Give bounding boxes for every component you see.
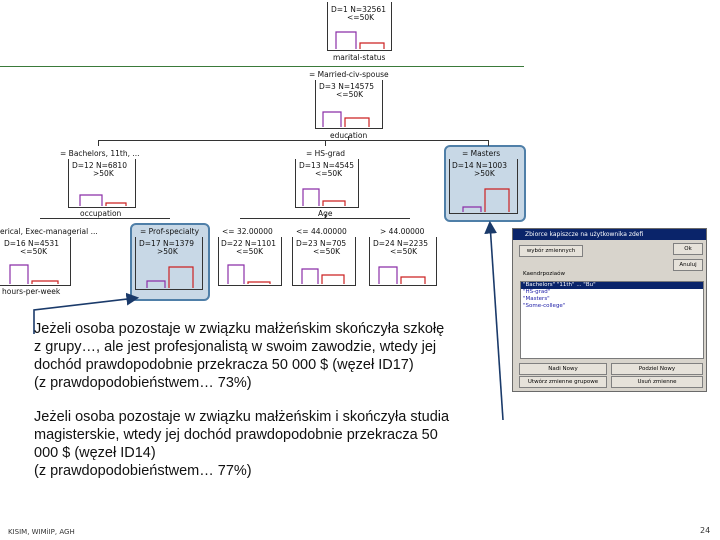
- hsgrad-bars: [302, 188, 346, 206]
- clerical-cond: erical, Exec-managerial ...: [0, 227, 98, 236]
- age3-stat: D=24 N=2235: [373, 239, 428, 248]
- bachelors-frame: [68, 159, 136, 208]
- age1-bars: [227, 264, 271, 284]
- list-item[interactable]: "Bachelors" "11th" ... "Bu": [521, 282, 703, 289]
- married-frame: [315, 80, 383, 129]
- paragraph-node-17: Jeżeli osoba pozostaje w związku małżeńs…: [34, 321, 445, 391]
- age1-frame: [218, 237, 282, 286]
- paragraph-node-14: Jeżeli osoba pozostaje w związku małżeńs…: [34, 409, 450, 479]
- cancel-button[interactable]: Anuluj: [673, 259, 703, 271]
- split-new-button[interactable]: Podziel Nowy: [611, 363, 703, 375]
- hsgrad-cond: = HS-grad: [306, 149, 345, 158]
- age1-val: <=50K: [236, 247, 264, 256]
- grouping-dialog: Zbiorce kapiszcze na użytkownika zdefi w…: [512, 228, 707, 392]
- masters-bars: [462, 188, 510, 212]
- age3-cond: > 44.00000: [380, 227, 425, 236]
- profspec-val: >50K: [157, 247, 178, 256]
- age2-val: <=50K: [313, 247, 341, 256]
- group-label: Kaendrpoziaów: [521, 271, 568, 277]
- age2-frame: [292, 237, 356, 286]
- list-item[interactable]: "HS-grad": [523, 289, 551, 295]
- age3-bars: [378, 266, 426, 284]
- profspec-cond: = Prof-specialty: [140, 227, 200, 236]
- create-group-variables-button[interactable]: Utwórz zmienne grupowe: [519, 376, 607, 388]
- profspec-bars: [146, 266, 194, 288]
- footer-affiliation: KISIM, WIMiIP, AGH: [8, 528, 75, 536]
- bachelors-split: occupation: [80, 209, 122, 218]
- clerical-frame: [0, 237, 71, 286]
- clerical-bars: [9, 264, 59, 284]
- hsgrad-stat: D=13 N=4545: [299, 161, 354, 170]
- root-stat: D=1 N=32561: [331, 5, 386, 14]
- clerical-val: <=50K: [20, 247, 48, 256]
- hsgrad-val: <=50K: [315, 169, 343, 178]
- married-val: <=50K: [336, 90, 364, 99]
- ok-button[interactable]: Ok: [673, 243, 703, 255]
- decision-tree: D=1 N=32561 <=50K marital-status = Marri…: [0, 0, 525, 300]
- married-cond: = Married-civ-spouse: [309, 70, 389, 79]
- bachelors-cond: = Bachelors, 11th, ...: [60, 149, 140, 158]
- connector-l2: [98, 140, 488, 141]
- clerical-split: hours-per-week: [2, 287, 61, 296]
- age3-val: <=50K: [390, 247, 418, 256]
- root-frame: [327, 2, 392, 51]
- new-button[interactable]: Nadi Nowy: [519, 363, 607, 375]
- age2-bars: [301, 268, 345, 284]
- profspec-frame: [135, 237, 203, 290]
- clerical-stat: D=16 N=4531: [4, 239, 59, 248]
- list-item[interactable]: "Some-college": [523, 303, 566, 309]
- bachelors-stat: D=12 N=6810: [72, 161, 127, 170]
- age2-cond: <= 44.00000: [296, 227, 347, 236]
- masters-frame: [449, 159, 518, 214]
- root-bars: [335, 31, 385, 49]
- married-bars: [322, 111, 370, 127]
- dialog-title: Zbiorce kapiszcze na użytkownika zdefi: [513, 229, 706, 240]
- root-split: marital-status: [333, 53, 386, 62]
- age1-cond: <= 32.00000: [222, 227, 273, 236]
- root-val: <=50K: [347, 13, 375, 22]
- hsgrad-split: Age: [318, 209, 333, 218]
- masters-stat: D=14 N=1003: [452, 161, 507, 170]
- list-item[interactable]: "Masters": [523, 296, 550, 302]
- married-stat: D=3 N=14575: [319, 82, 374, 91]
- select-variables-button[interactable]: wybór zmiennych: [519, 245, 583, 257]
- age1-stat: D=22 N=1101: [221, 239, 276, 248]
- married-split: education: [330, 131, 367, 140]
- profspec-stat: D=17 N=1379: [139, 239, 194, 248]
- age3-frame: [369, 237, 437, 286]
- group-list[interactable]: "Bachelors" "11th" ... "Bu" "HS-grad" "M…: [520, 281, 704, 359]
- masters-val: >50K: [474, 169, 495, 178]
- hsgrad-frame: [295, 159, 359, 208]
- bachelors-bars: [79, 194, 127, 206]
- masters-cond: = Masters: [462, 149, 501, 158]
- bachelors-val: >50K: [93, 169, 114, 178]
- highlight-node-prof-specialty: [130, 223, 210, 301]
- age2-stat: D=23 N=705: [296, 239, 347, 248]
- tree-divider: [0, 66, 524, 67]
- remove-variables-button[interactable]: Usuń zmienne: [611, 376, 703, 388]
- page-number: 24: [700, 526, 711, 535]
